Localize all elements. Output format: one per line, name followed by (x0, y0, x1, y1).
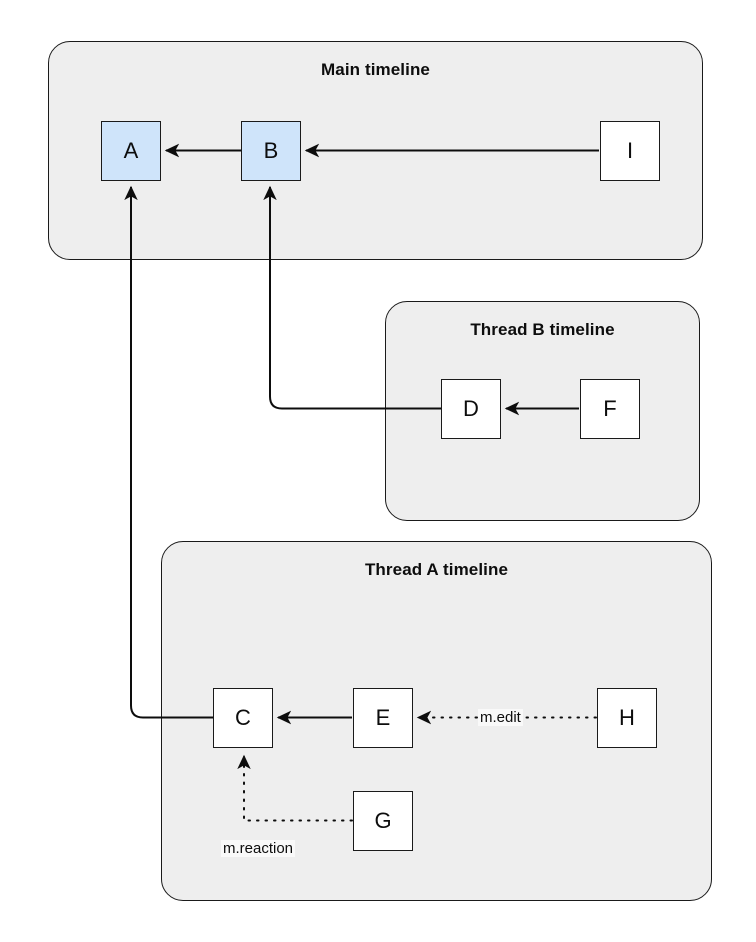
event-node-e-label: E (375, 705, 391, 730)
event-node-g[interactable]: G (353, 791, 413, 851)
group-thread-b-timeline-title: Thread B timeline (470, 320, 615, 339)
group-thread-a-timeline-title: Thread A timeline (364, 560, 509, 579)
event-node-d[interactable]: D (441, 379, 501, 439)
event-node-e[interactable]: E (353, 688, 413, 748)
event-node-i[interactable]: I (600, 121, 660, 181)
event-node-h[interactable]: H (597, 688, 657, 748)
event-node-d-label: D (463, 396, 479, 421)
event-node-a[interactable]: A (101, 121, 161, 181)
group-main-timeline-title: Main timeline (321, 60, 430, 79)
event-node-f[interactable]: F (580, 379, 640, 439)
group-thread-b-timeline[interactable]: Thread B timeline (385, 301, 700, 521)
event-node-f-label: F (603, 396, 617, 421)
event-node-h-label: H (619, 705, 635, 730)
event-node-b[interactable]: B (241, 121, 301, 181)
event-node-b-label: B (263, 138, 279, 163)
event-node-c[interactable]: C (213, 688, 273, 748)
event-node-i-label: I (626, 138, 634, 163)
event-node-a-label: A (123, 138, 139, 163)
edge-label-m-edit: m.edit (478, 709, 523, 727)
edge-label-m-reaction: m.reaction (221, 840, 296, 858)
event-node-g-label: G (374, 808, 392, 833)
event-node-c-label: C (235, 705, 251, 730)
